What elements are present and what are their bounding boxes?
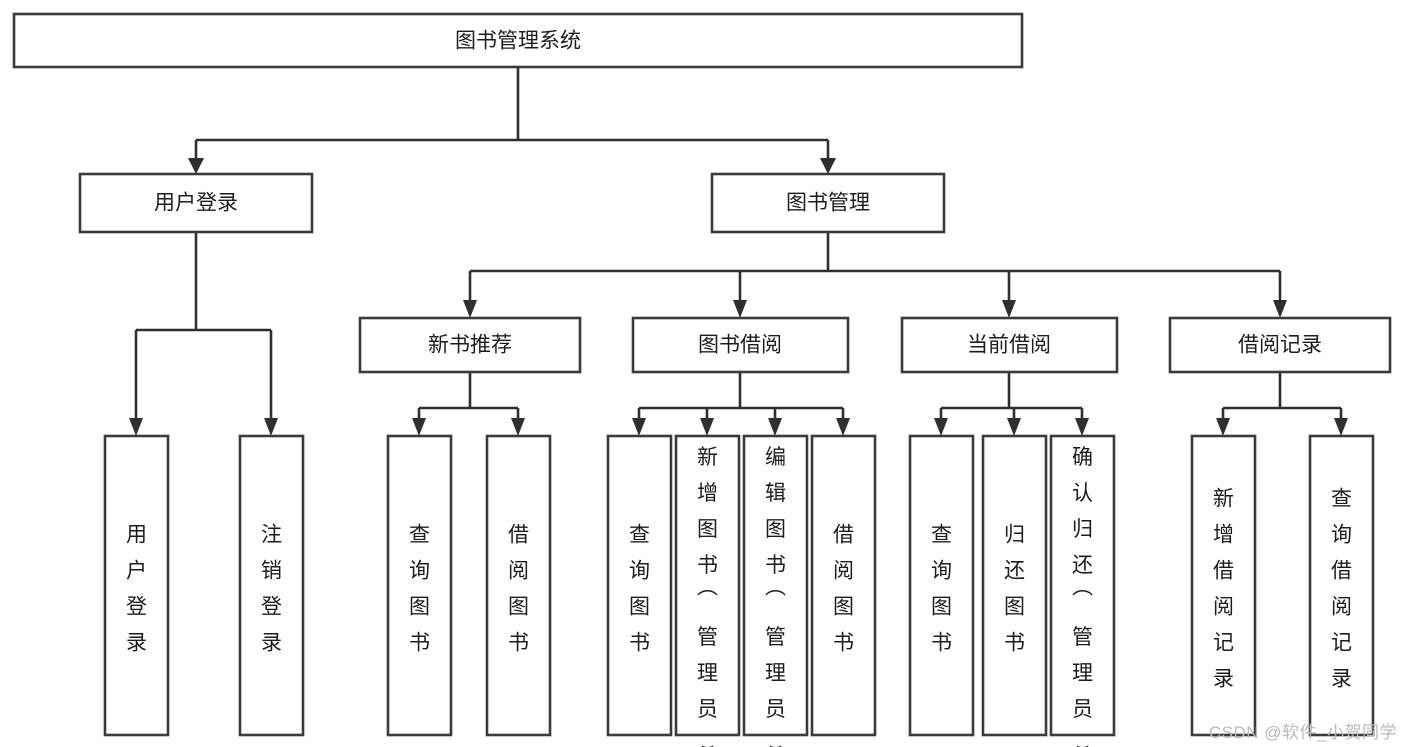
arrow-head-current-borrow	[1002, 300, 1016, 318]
node-book-manage[interactable]: 图书管理	[710, 172, 946, 234]
node-book-borrow-box[interactable]	[631, 316, 850, 374]
leaf-add-record-label: 新增借阅记录	[1213, 488, 1234, 691]
leaf-confirm-return-label: 确认归还⌒管理员⌣	[1072, 446, 1093, 747]
arrow-head-book-manage	[820, 158, 836, 174]
leaf-node[interactable]: 确认归还⌒管理员⌣	[1049, 434, 1116, 747]
leaf-borrow-book-1-box[interactable]	[485, 434, 552, 737]
leaf-node[interactable]: 注销登录	[238, 434, 305, 737]
node-borrow-record[interactable]: 借阅记录	[1168, 316, 1392, 374]
leaf-node[interactable]: 查询图书	[386, 434, 453, 737]
node-user-login-label: 用户登录	[154, 192, 238, 215]
arrow-head-leaf-query-book-2	[632, 418, 646, 436]
leaf-add-book-box[interactable]	[674, 434, 741, 737]
leaf-user-login-label: 用户登录	[126, 524, 147, 655]
leaf-node[interactable]: 用户登录	[103, 434, 170, 737]
node-new-book-rec-label: 新书推荐	[428, 334, 512, 357]
leaf-query-book-2-label: 查询图书	[629, 524, 650, 655]
leaf-return-book-box[interactable]	[981, 434, 1048, 737]
leaf-node[interactable]: 借阅图书	[810, 434, 877, 737]
leaf-user-login-box[interactable]	[103, 434, 170, 737]
leaf-edit-book-label: 编辑图书⌒管理员⌣	[765, 446, 786, 747]
node-borrow-record-label: 借阅记录	[1238, 334, 1322, 357]
node-root-label: 图书管理系统	[455, 30, 581, 53]
arrow-head-leaf-user-login	[129, 418, 143, 436]
leaf-logout-box[interactable]	[238, 434, 305, 737]
csdn-watermark: CSDN @软件_小贺同学	[1208, 723, 1397, 742]
leaf-node[interactable]: 查询借阅记录	[1308, 434, 1375, 737]
leaf-query-record-label: 查询借阅记录	[1331, 488, 1352, 691]
node-borrow-record-box[interactable]	[1168, 316, 1392, 374]
leaf-confirm-return-box[interactable]	[1049, 434, 1116, 737]
arrow-head-leaf-return-book	[1007, 418, 1021, 436]
arrow-head-leaf-borrow-book-2	[836, 418, 850, 436]
leaf-node[interactable]: 新增借阅记录	[1190, 434, 1257, 737]
arrow-head-leaf-logout	[264, 418, 278, 436]
node-new-book-rec[interactable]: 新书推荐	[358, 316, 582, 374]
arrow-head-user-login	[188, 158, 204, 174]
node-user-login[interactable]: 用户登录	[78, 172, 314, 234]
leaf-query-record-box[interactable]	[1308, 434, 1375, 737]
node-book-borrow-label: 图书借阅	[698, 334, 782, 357]
node-root-box[interactable]	[12, 12, 1024, 69]
node-book-borrow[interactable]: 图书借阅	[631, 316, 850, 374]
leaf-borrow-book-2-box[interactable]	[810, 434, 877, 737]
arrow-head-leaf-query-book-3	[934, 418, 948, 436]
leaf-add-book-label: 新增图书⌒管理员⌣	[697, 446, 718, 747]
node-book-manage-label: 图书管理	[786, 192, 870, 215]
leaf-borrow-book-1-label: 借阅图书	[508, 524, 529, 655]
node-new-book-rec-box[interactable]	[358, 316, 582, 374]
node-current-borrow-label: 当前借阅	[967, 334, 1051, 357]
node-root[interactable]: 图书管理系统	[12, 12, 1024, 69]
leaf-query-book-3-box[interactable]	[908, 434, 975, 737]
node-book-manage-box[interactable]	[710, 172, 946, 234]
arrow-head-leaf-borrow-book-1	[511, 418, 525, 436]
arrow-head-leaf-add-record	[1216, 418, 1230, 436]
node-current-borrow-box[interactable]	[900, 316, 1119, 374]
arrow-head-leaf-add-book	[700, 418, 714, 436]
leaf-node-layer: 用户登录 注销登录 查询图书 借阅图书 查询图书 新增图书⌒管理员⌣ 编辑图书⌒管理员⌣ 借阅…	[103, 434, 1375, 747]
leaf-node[interactable]: 查询图书	[606, 434, 673, 737]
arrow-head-new-book-rec	[463, 300, 477, 318]
leaf-return-book-label: 归还图书	[1004, 524, 1025, 655]
leaf-logout-label: 注销登录	[261, 524, 282, 655]
leaf-node[interactable]: 查询图书	[908, 434, 975, 737]
arrow-head-leaf-edit-book	[768, 418, 782, 436]
leaf-query-book-1-box[interactable]	[386, 434, 453, 737]
arrow-head-book-borrow	[733, 300, 747, 318]
connector-layer	[129, 67, 1348, 436]
leaf-query-book-3-label: 查询图书	[931, 524, 952, 655]
arrow-head-borrow-record	[1273, 300, 1287, 318]
arrow-head-leaf-confirm-return	[1075, 418, 1089, 436]
leaf-node[interactable]: 归还图书	[981, 434, 1048, 737]
leaf-node[interactable]: 新增图书⌒管理员⌣	[674, 434, 741, 747]
node-user-login-box[interactable]	[78, 172, 314, 234]
leaf-query-book-1-label: 查询图书	[409, 524, 430, 655]
leaf-node[interactable]: 借阅图书	[485, 434, 552, 737]
leaf-add-record-box[interactable]	[1190, 434, 1257, 737]
node-current-borrow[interactable]: 当前借阅	[900, 316, 1119, 374]
leaf-node[interactable]: 编辑图书⌒管理员⌣	[742, 434, 809, 747]
arrow-head-leaf-query-record	[1334, 418, 1348, 436]
leaf-query-book-2-box[interactable]	[606, 434, 673, 737]
leaf-borrow-book-2-label: 借阅图书	[833, 524, 854, 655]
arrow-head-leaf-query-book-1	[412, 418, 426, 436]
leaf-edit-book-box[interactable]	[742, 434, 809, 737]
